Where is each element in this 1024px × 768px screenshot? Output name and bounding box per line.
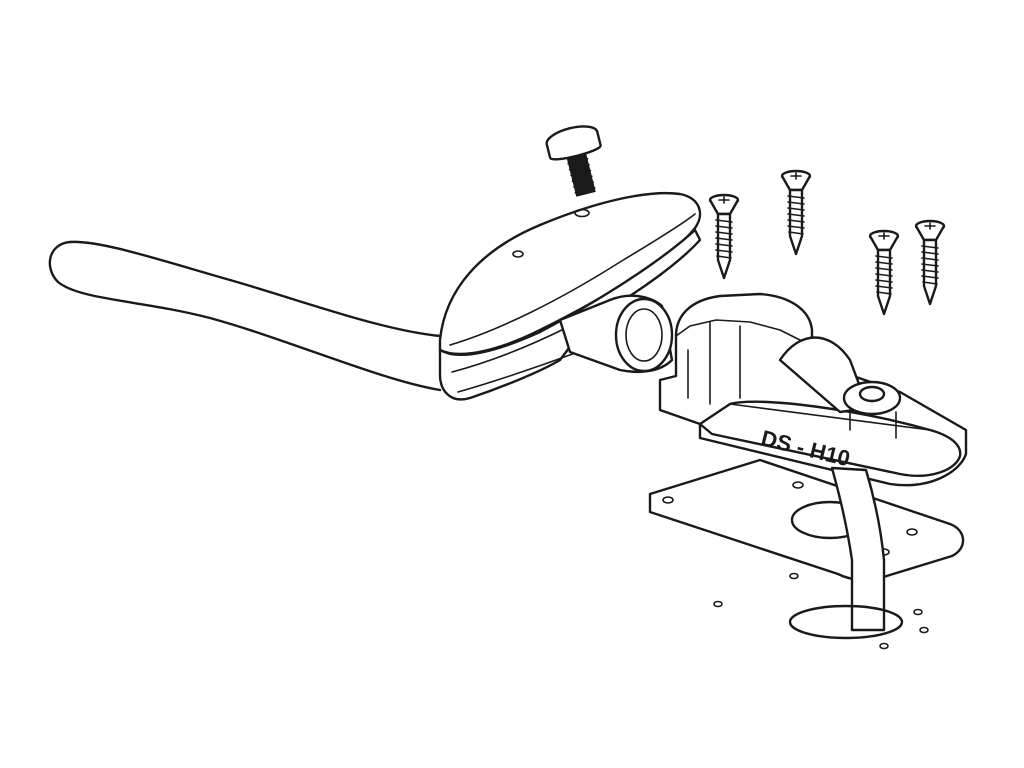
drain-pipe (788, 466, 904, 640)
hose-tube (48, 240, 442, 392)
elbow-connector (558, 294, 674, 374)
bolt (545, 125, 602, 197)
wood-screw-1 (708, 193, 740, 280)
wood-screw-2 (780, 169, 812, 256)
base-housing: DS - H10 (658, 292, 968, 487)
surface-holes (713, 572, 929, 650)
top-cover (438, 191, 702, 401)
wood-screw-4 (914, 219, 946, 306)
wood-screw-3 (868, 229, 900, 316)
